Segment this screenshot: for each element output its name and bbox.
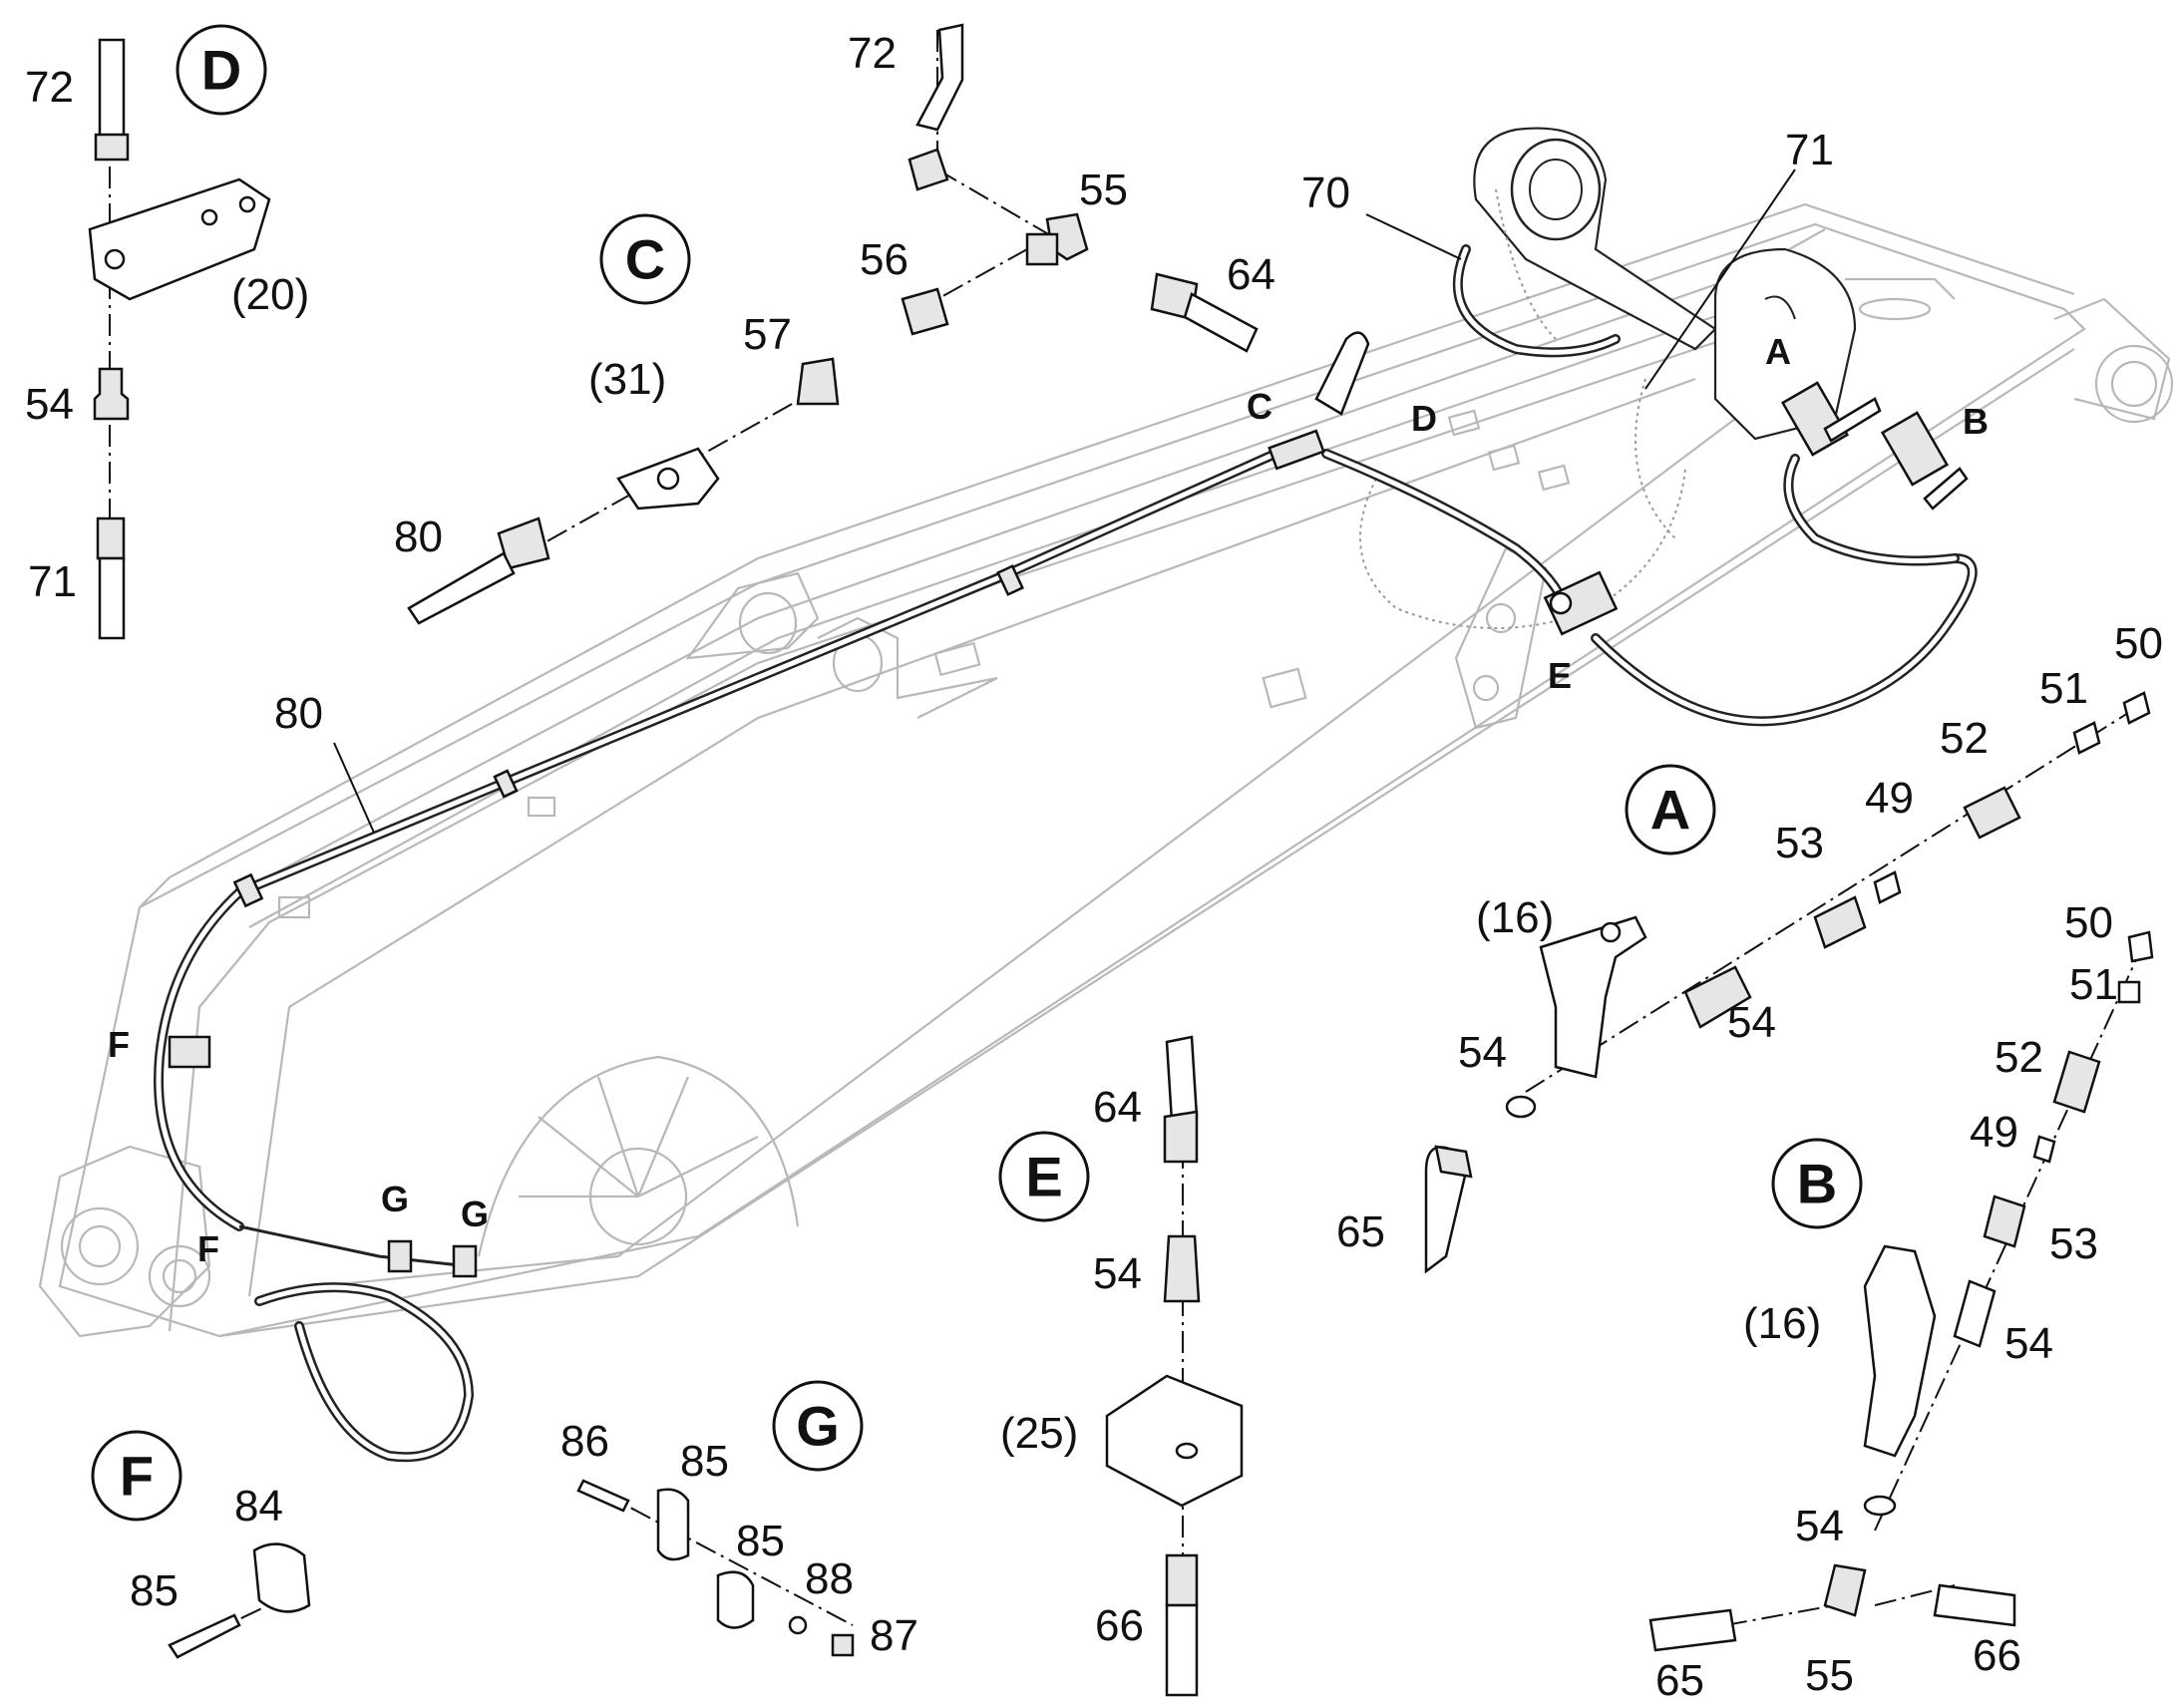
part-label: 65	[1336, 1207, 1385, 1256]
part-label: (31)	[588, 355, 666, 404]
part-label: 88	[805, 1554, 854, 1603]
letter-d: D	[1411, 398, 1437, 439]
part-label: 72	[848, 29, 897, 78]
part-label: 49	[1970, 1108, 2018, 1157]
detail-e	[1105, 1035, 1244, 1697]
letter-b: B	[1963, 401, 1989, 442]
part-label: (16)	[1743, 1299, 1821, 1348]
part-label: 53	[1775, 819, 1824, 867]
part-label: 71	[28, 557, 77, 606]
diagram-letters: C D A B E F F G G	[108, 331, 1989, 1269]
part-labels: 72 54 (20) 71 72 55 56 64 57 (31) 80 70 …	[25, 29, 2163, 1705]
detail-circle-a: A	[1625, 764, 1716, 855]
part-label: 71	[1785, 126, 1834, 174]
part-label: 87	[870, 1611, 918, 1660]
detail-label-f: F	[120, 1445, 154, 1508]
part-label: 57	[743, 310, 792, 359]
part-label: 50	[2114, 619, 2163, 668]
detail-label-g: G	[796, 1395, 840, 1458]
detail-circle-f: F	[91, 1430, 182, 1522]
detail-circles: D C A B E G F	[91, 24, 1863, 1522]
part-label: 53	[2049, 1219, 2098, 1268]
detail-label-b: B	[1797, 1153, 1837, 1215]
detail-label-d: D	[201, 39, 241, 102]
leader-lines	[333, 169, 1796, 834]
detail-label-e: E	[1025, 1146, 1062, 1208]
detail-circle-g: G	[772, 1380, 864, 1472]
part-label: 86	[560, 1417, 609, 1466]
hidden-lines	[1359, 188, 1686, 629]
letter-g1: G	[381, 1179, 409, 1219]
detail-d	[88, 38, 271, 640]
part-label: 54	[25, 380, 74, 429]
part-label: 49	[1865, 774, 1914, 823]
letter-f2: F	[197, 1228, 219, 1269]
part-label: 72	[25, 63, 74, 112]
part-label: 54	[2004, 1319, 2053, 1368]
detail-label-c: C	[625, 228, 665, 291]
hose-line-80	[154, 244, 1978, 1463]
part-label: 66	[1095, 1601, 1144, 1650]
part-label: 56	[860, 235, 908, 284]
part-label: 64	[1227, 250, 1275, 299]
part-label: 64	[1093, 1083, 1142, 1132]
part-label: 85	[680, 1437, 729, 1486]
part-label: 50	[2064, 898, 2113, 947]
letter-e: E	[1548, 655, 1572, 696]
detail-g	[576, 1479, 855, 1657]
part-label: (16)	[1476, 893, 1554, 942]
part-label: 85	[130, 1566, 179, 1615]
letter-f1: F	[108, 1024, 130, 1065]
part-label: 70	[1301, 169, 1350, 217]
part-label: 54	[1093, 1249, 1142, 1298]
detail-circle-e: E	[998, 1131, 1090, 1222]
part-label: 66	[1973, 1631, 2021, 1680]
part-label: 54	[1795, 1502, 1844, 1550]
part-label: 80	[274, 689, 323, 738]
letter-c: C	[1247, 386, 1272, 427]
boom-outline	[38, 202, 2174, 1338]
detail-circle-d: D	[176, 24, 267, 116]
part-label: 54	[1727, 998, 1776, 1047]
detail-circle-b: B	[1771, 1138, 1863, 1229]
part-label: (20)	[231, 270, 309, 319]
part-label: 55	[1079, 166, 1128, 214]
letter-g2: G	[461, 1194, 489, 1234]
part-label: 54	[1458, 1028, 1507, 1077]
letter-a: A	[1765, 331, 1791, 372]
detail-a	[1424, 691, 2151, 1274]
part-label: (25)	[1000, 1409, 1078, 1458]
part-label: 65	[1655, 1656, 1704, 1705]
part-label: 84	[234, 1482, 283, 1531]
detail-label-a: A	[1650, 779, 1690, 842]
part-label: 51	[2069, 960, 2118, 1009]
part-label: 55	[1805, 1651, 1854, 1700]
detail-f	[168, 1542, 311, 1659]
part-label: 52	[1995, 1033, 2043, 1082]
boom-clevis	[1473, 127, 1857, 441]
detail-c	[407, 23, 1259, 625]
part-label: 85	[736, 1517, 785, 1565]
detail-circle-c: C	[599, 213, 691, 305]
part-label: 51	[2039, 664, 2088, 713]
part-label: 80	[394, 512, 443, 561]
part-label: 52	[1940, 714, 1989, 763]
detail-b	[1648, 930, 2154, 1652]
